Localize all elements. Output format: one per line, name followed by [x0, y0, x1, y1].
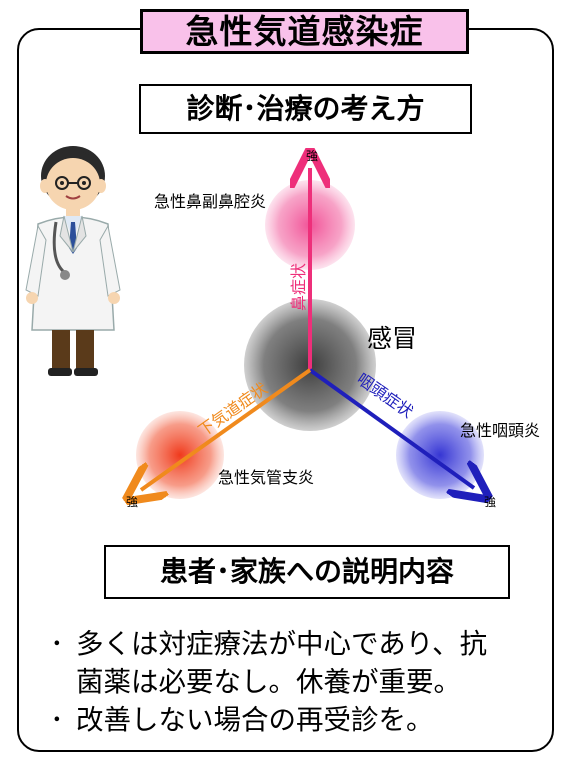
bullet-mark: ･ [50, 628, 64, 660]
list-item-line: 菌薬は必要なし。休養が重要。 [76, 666, 461, 698]
list-item: ･ 改善しない場合の再受診を。 [50, 701, 555, 739]
throat-axis-end-label: 強 [484, 495, 496, 509]
list-item-line: 多くは対症療法が中心であり、抗 [76, 628, 488, 660]
bullet-mark: ･ [50, 704, 64, 736]
list-item-line: 改善しない場合の再受診を。 [76, 704, 434, 736]
sinusitis-label: 急性鼻副鼻腔炎 [154, 192, 266, 211]
nose-axis-label: 鼻症状 [289, 263, 308, 311]
symptom-axes-diagram: 強 強 強 鼻症状 咽頭症状 下気道症状 感冒 急性鼻副鼻腔炎 急性咽頭炎 急性… [0, 0, 540, 509]
explanation-list: ･ 多くは対症療法が中心であり、抗 菌薬は必要なし。休養が重要。 ･ 改善しない… [50, 625, 555, 739]
section-title-diagnosis: 診断･治療の考え方 [139, 84, 472, 134]
list-item: ･ 多くは対症療法が中心であり、抗 菌薬は必要なし。休養が重要。 [50, 625, 555, 701]
lower-airway-axis [141, 368, 312, 490]
common-cold-label: 感冒 [367, 324, 417, 353]
main-title: 急性気道感染症 [140, 9, 469, 54]
nose-axis-end-label: 強 [306, 149, 318, 163]
lower-axis-end-label: 強 [126, 495, 138, 509]
lower-axis-label: 下気道症状 [195, 379, 271, 440]
pharyngitis-label: 急性咽頭炎 [460, 421, 540, 440]
throat-axis [308, 368, 474, 488]
doctor-illustration [25, 146, 121, 376]
bronchitis-label: 急性気管支炎 [218, 468, 314, 487]
section-title-explanation: 患者･家族への説明内容 [104, 545, 510, 599]
